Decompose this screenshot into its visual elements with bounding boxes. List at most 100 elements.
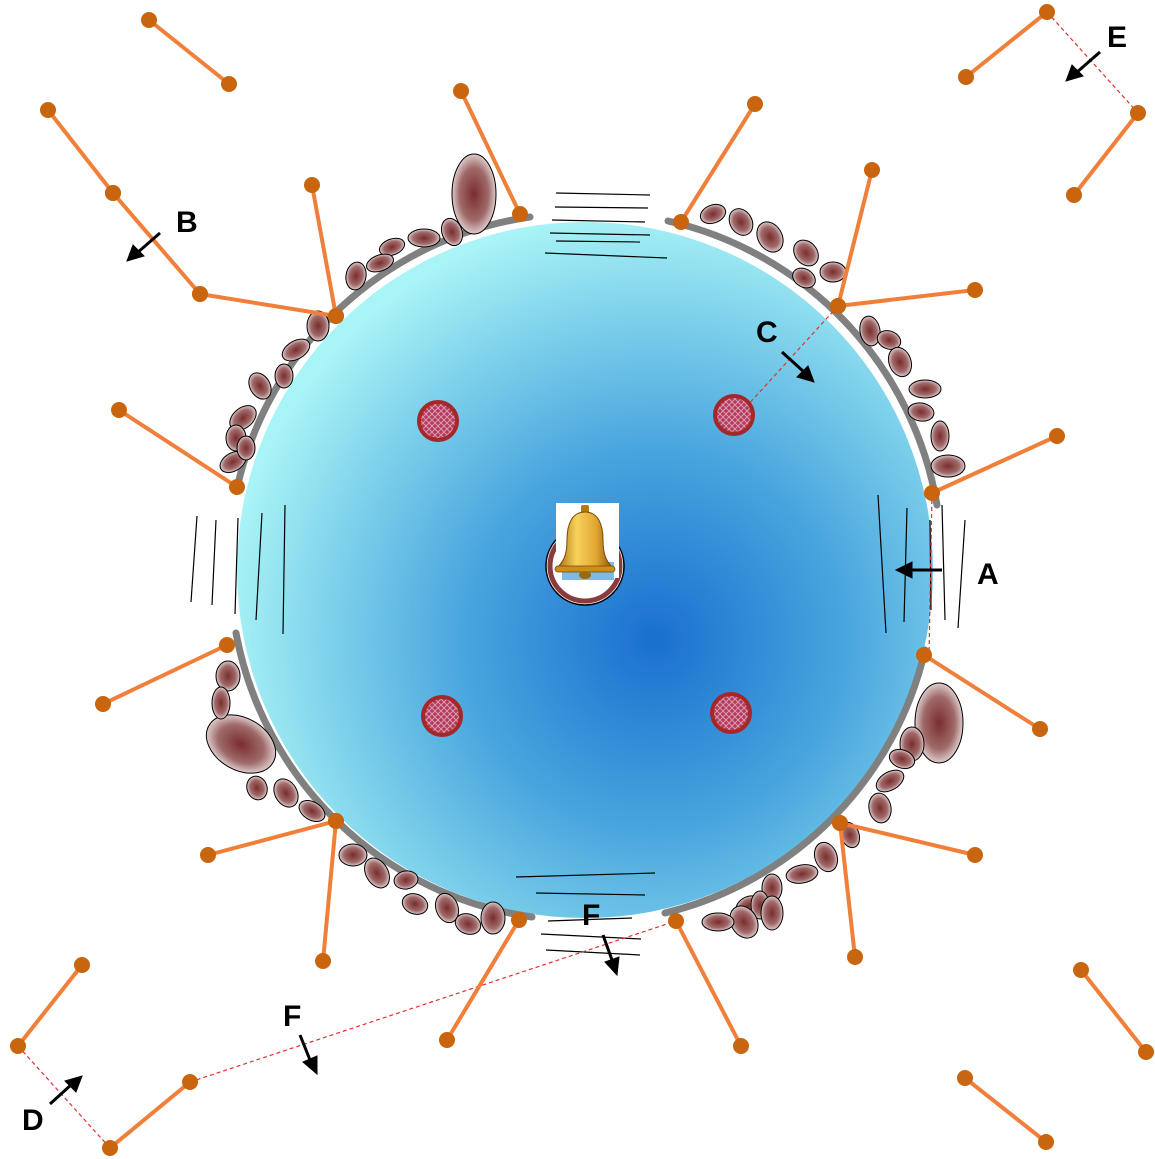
rock-icon bbox=[793, 239, 819, 267]
rock-icon bbox=[306, 310, 330, 342]
rock-icon bbox=[875, 769, 905, 793]
rock-icon bbox=[930, 420, 950, 452]
mesh-hole-icon bbox=[713, 394, 755, 436]
pin-stick-icon bbox=[102, 1074, 198, 1156]
rock-icon bbox=[819, 261, 847, 283]
rock-icon bbox=[434, 892, 460, 924]
rock-icon bbox=[887, 346, 913, 378]
rock-icon bbox=[205, 714, 277, 774]
rock-icon bbox=[785, 864, 819, 884]
pin-stick-icon bbox=[958, 4, 1055, 85]
rock-icon bbox=[699, 203, 727, 225]
rock-icon bbox=[451, 153, 497, 235]
rock-icon bbox=[888, 748, 916, 770]
rock-icon bbox=[701, 912, 735, 932]
pin-stick-icon bbox=[40, 102, 121, 201]
mesh-hole-icon bbox=[421, 695, 463, 737]
rock-icon bbox=[908, 379, 942, 399]
wall-top-right bbox=[664, 217, 941, 509]
rock-icon bbox=[756, 221, 784, 253]
rock-icon bbox=[366, 253, 394, 273]
rock-icon bbox=[813, 841, 839, 873]
label-a: A bbox=[977, 558, 999, 591]
rock-icon bbox=[907, 402, 935, 422]
rock-icon bbox=[407, 228, 441, 248]
rock-icon bbox=[480, 901, 506, 935]
mesh-hole-icon bbox=[417, 400, 459, 442]
rock-icon bbox=[298, 800, 326, 822]
bell-icon bbox=[545, 503, 625, 606]
rock-icon bbox=[868, 792, 892, 824]
rock-icon bbox=[378, 237, 406, 257]
pin-stick-icon bbox=[439, 912, 527, 1048]
rock-icon bbox=[859, 315, 881, 347]
rock-icon bbox=[345, 261, 367, 291]
rock-icon bbox=[930, 454, 966, 478]
guide-c bbox=[745, 305, 839, 408]
pin-stick-icon bbox=[95, 637, 235, 712]
rock-icon bbox=[246, 775, 268, 801]
arrow-e bbox=[1065, 50, 1101, 82]
label-f-bottom-center: F bbox=[582, 899, 600, 932]
rock-icon bbox=[876, 330, 902, 350]
guide-d bbox=[17, 1045, 111, 1149]
pin-stick-icon bbox=[141, 12, 237, 92]
rock-icon bbox=[281, 338, 311, 362]
label-c: C bbox=[756, 316, 778, 349]
pin-stick-icon bbox=[192, 286, 344, 324]
mesh-holes bbox=[417, 394, 755, 737]
rocks bbox=[205, 153, 966, 939]
rock-icon bbox=[728, 208, 754, 236]
arrow-d bbox=[48, 1075, 83, 1106]
label-e: E bbox=[1107, 21, 1127, 54]
label-b: B bbox=[176, 206, 198, 239]
rock-icon bbox=[792, 267, 816, 289]
pins bbox=[10, 4, 1154, 1156]
arrow-f-bottom-left bbox=[298, 1034, 318, 1076]
rock-icon bbox=[338, 843, 368, 867]
pin-stick-icon bbox=[830, 282, 983, 314]
mesh-hole-icon bbox=[710, 692, 752, 734]
rock-icon bbox=[274, 363, 294, 389]
pin-stick-icon bbox=[1066, 105, 1146, 203]
guide-f bbox=[189, 920, 677, 1083]
pin-stick-icon bbox=[830, 162, 880, 314]
rock-icon bbox=[273, 778, 299, 808]
rock-icon bbox=[211, 686, 231, 720]
guide-e bbox=[1046, 11, 1139, 114]
arrow-b bbox=[126, 231, 161, 262]
rock-icon bbox=[914, 682, 964, 764]
pin-stick-icon bbox=[957, 1070, 1054, 1150]
ripples-left bbox=[190, 504, 286, 635]
pin-stick-icon bbox=[111, 402, 245, 495]
label-f-bottom-left: F bbox=[283, 1000, 301, 1033]
pin-stick-icon bbox=[924, 428, 1065, 501]
rock-icon bbox=[236, 435, 256, 461]
ripples-top bbox=[544, 192, 668, 259]
guide-a bbox=[928, 492, 933, 656]
rock-icon bbox=[215, 660, 241, 692]
rock-icon bbox=[393, 870, 419, 890]
pin-stick-icon bbox=[453, 83, 528, 222]
arrow-f-bottom-center bbox=[601, 934, 620, 977]
pin-stick-icon bbox=[668, 913, 749, 1054]
rock-icon bbox=[729, 905, 759, 939]
pin-stick-icon bbox=[673, 96, 763, 230]
rock-icon bbox=[760, 895, 784, 931]
rock-icon bbox=[248, 372, 272, 400]
rock-icon bbox=[454, 913, 482, 935]
pin-stick-icon bbox=[916, 647, 1048, 737]
label-d: D bbox=[22, 1104, 44, 1137]
pin-stick-icon bbox=[304, 177, 344, 324]
rock-icon bbox=[364, 857, 390, 889]
pin-stick-icon bbox=[832, 815, 863, 965]
arrow-c bbox=[780, 350, 815, 383]
arrow-a bbox=[894, 561, 942, 579]
pin-stick-icon bbox=[315, 813, 344, 969]
rock-icon bbox=[401, 893, 429, 915]
pin-stick-icon bbox=[10, 957, 90, 1054]
rock-icon bbox=[440, 217, 464, 247]
ripples bbox=[190, 192, 966, 956]
pin-stick-icon bbox=[1073, 962, 1154, 1060]
